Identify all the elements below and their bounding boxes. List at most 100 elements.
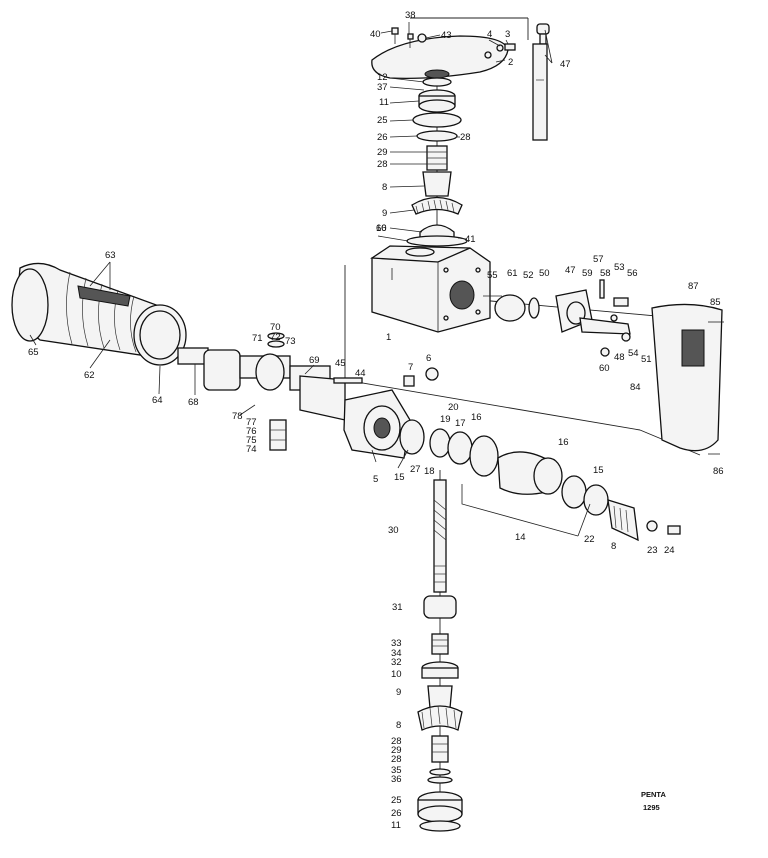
label-58: 58 (600, 268, 611, 279)
label-8-bottom: 8 (396, 720, 401, 731)
label-3: 3 (505, 29, 510, 40)
label-35: 35 (391, 765, 402, 776)
label-65: 65 (28, 347, 39, 358)
label-20: 20 (448, 402, 459, 413)
side-cover-plate (651, 303, 724, 455)
label-10-top: 10 (376, 223, 387, 234)
label-24: 24 (664, 545, 675, 556)
label-75: 75 (246, 435, 257, 446)
label-15-b: 15 (593, 465, 604, 476)
small-fasteners-mid (333, 367, 439, 387)
label-8-right: 8 (611, 541, 616, 552)
label-28-top-b: 28 (377, 159, 388, 170)
label-28-top-a: 28 (460, 132, 471, 143)
label-5: 5 (373, 474, 378, 485)
label-62: 62 (84, 370, 95, 381)
label-8-top: 8 (382, 182, 387, 193)
label-61: 61 (507, 268, 518, 279)
label-84: 84 (630, 382, 641, 393)
label-77: 77 (246, 417, 257, 428)
label-57: 57 (593, 254, 604, 265)
label-22: 22 (584, 534, 595, 545)
label-38: 38 (405, 10, 416, 21)
label-74: 74 (246, 444, 257, 455)
label-12: 12 (377, 72, 388, 83)
label-36: 36 (391, 774, 402, 785)
label-56: 56 (627, 268, 638, 279)
caption-brand: PENTA (641, 790, 666, 799)
label-78: 78 (232, 411, 243, 422)
label-28-bottom-b: 28 (391, 754, 402, 765)
label-10-bottom: 10 (391, 669, 402, 680)
label-30: 30 (388, 525, 399, 536)
label-2: 2 (508, 57, 513, 68)
label-43: 43 (441, 30, 452, 41)
upper-stack (406, 77, 468, 247)
label-34: 34 (391, 648, 402, 659)
part-numbers: 38 40 43 4 3 2 47 12 37 11 25 26 28 29 2… (28, 10, 724, 831)
label-7: 7 (408, 362, 413, 373)
label-45: 45 (335, 358, 346, 369)
label-69: 69 (309, 355, 320, 366)
shift-assembly-right (483, 279, 631, 357)
label-53: 53 (614, 262, 625, 273)
label-14: 14 (515, 532, 526, 543)
figure-caption: PENTA 1295 (641, 790, 666, 812)
label-40: 40 (370, 29, 381, 40)
label-16-a: 16 (471, 412, 482, 423)
label-9-bottom: 9 (396, 687, 401, 698)
label-86: 86 (713, 466, 724, 477)
label-66: 66 (376, 223, 387, 234)
label-76: 76 (246, 426, 257, 437)
label-11-bottom: 11 (391, 820, 401, 831)
label-48: 48 (614, 352, 625, 363)
label-87: 87 (688, 281, 699, 292)
label-85: 85 (710, 297, 721, 308)
label-29-top: 29 (377, 147, 388, 158)
label-47-right: 47 (565, 265, 576, 276)
label-44: 44 (355, 368, 366, 379)
label-51: 51 (641, 354, 652, 365)
label-50: 50 (539, 268, 550, 279)
label-70: 70 (270, 322, 281, 333)
label-4: 4 (487, 29, 492, 40)
bellows (11, 262, 187, 366)
label-26-bottom: 26 (391, 808, 402, 819)
gear-housing (370, 245, 491, 333)
label-17: 17 (455, 418, 466, 429)
label-60: 60 (599, 363, 610, 374)
label-63: 63 (105, 250, 116, 261)
label-15-a: 15 (394, 472, 405, 483)
shift-rod-top (532, 23, 550, 141)
label-47-top: 47 (560, 59, 571, 70)
label-32: 32 (391, 657, 402, 668)
label-41: 41 (465, 234, 476, 245)
caption-code: 1295 (643, 803, 660, 812)
horizontal-shaft-parts (399, 419, 681, 542)
vertical-drive-shaft (417, 479, 463, 832)
label-28-bottom-a: 28 (391, 736, 402, 747)
label-25-top: 25 (377, 115, 388, 126)
leader-lines (29, 22, 553, 469)
label-16-b: 16 (558, 437, 569, 448)
label-26-top: 26 (377, 132, 388, 143)
label-73: 73 (285, 336, 296, 347)
label-71: 71 (252, 333, 263, 344)
label-9-top: 9 (382, 208, 387, 219)
label-11-top: 11 (379, 97, 389, 108)
screws-top (391, 27, 516, 52)
label-27: 27 (410, 464, 421, 475)
label-33: 33 (391, 638, 402, 649)
label-29-bottom: 29 (391, 745, 402, 756)
label-37: 37 (377, 82, 388, 93)
top-cover (371, 33, 509, 80)
label-52: 52 (523, 270, 534, 281)
label-72: 72 (270, 332, 281, 343)
label-23: 23 (647, 545, 658, 556)
universal-joint (177, 332, 346, 451)
label-54: 54 (628, 348, 639, 359)
label-19: 19 (440, 414, 451, 425)
label-1: 1 (386, 332, 391, 343)
label-68: 68 (188, 397, 199, 408)
